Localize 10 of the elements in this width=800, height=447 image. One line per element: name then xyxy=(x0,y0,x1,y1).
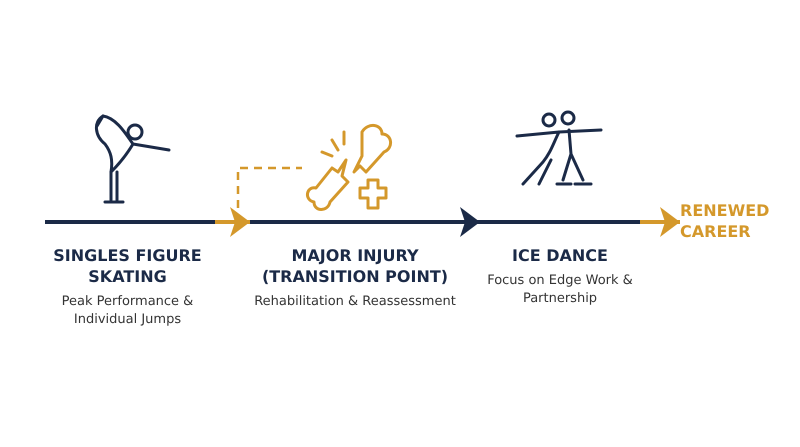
stage-title: MAJOR INJURY (TRANSITION POINT) xyxy=(260,245,450,287)
arrow xyxy=(640,207,680,237)
stage-title: ICE DANCE xyxy=(512,245,608,266)
arrow xyxy=(215,207,250,237)
stage-description: Focus on Edge Work & Partnership xyxy=(486,272,634,308)
stage-title: RENEWED CAREER xyxy=(680,200,770,242)
arrow xyxy=(460,207,480,237)
stage-description: Peak Performance & Individual Jumps xyxy=(60,293,194,329)
stage-title: SINGLES FIGURE SKATING xyxy=(52,245,203,287)
stage-description: Rehabilitation & Reassessment xyxy=(254,293,456,311)
